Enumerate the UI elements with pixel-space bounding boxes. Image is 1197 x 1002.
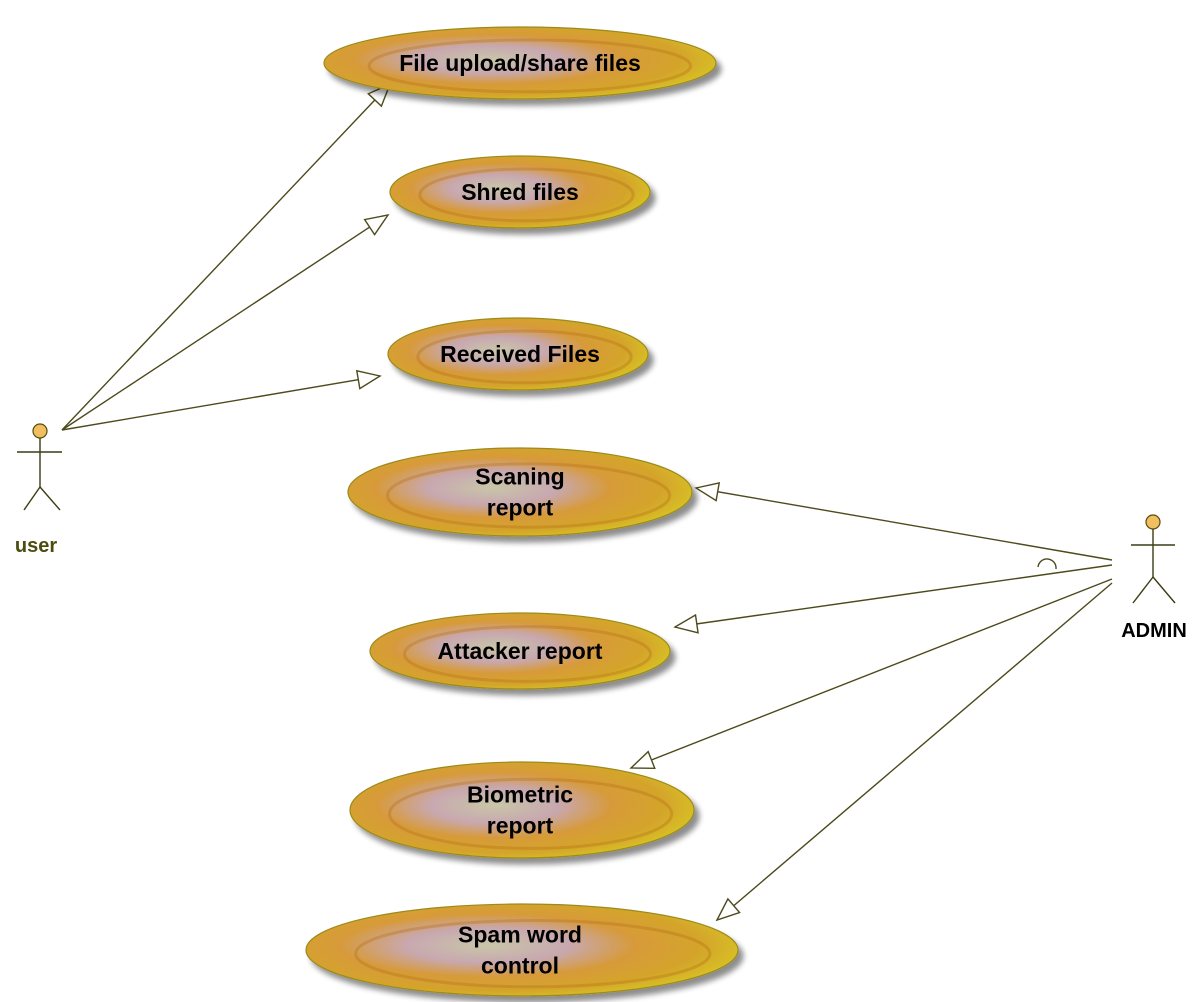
use-case-ellipse xyxy=(349,761,695,859)
use-case-label: File upload/share files xyxy=(399,50,641,76)
association-user-shred-files xyxy=(61,213,390,431)
line-crossing-hop xyxy=(1037,558,1057,570)
use-case-label: report xyxy=(487,813,554,839)
use-case-ellipse xyxy=(305,903,739,997)
use-case-label: report xyxy=(487,495,554,521)
use-case-biometric-report[interactable]: Biometric report xyxy=(349,761,695,859)
arrowhead-icon xyxy=(629,750,656,770)
use-case-ellipse xyxy=(387,317,649,391)
use-case-ring xyxy=(386,462,672,529)
use-case-ellipse xyxy=(347,447,693,537)
use-case-label: Received Files xyxy=(440,341,600,367)
use-case-attacker-report[interactable]: Attacker report xyxy=(369,612,671,690)
association-admin-spam-word-control xyxy=(715,582,1113,922)
use-case-label: Shred files xyxy=(461,179,579,205)
admin-label: ADMIN xyxy=(1121,620,1187,642)
use-case-scaning-report[interactable]: Scaning report xyxy=(347,447,693,537)
arrowhead-icon xyxy=(363,213,390,236)
actor-user[interactable]: user xyxy=(15,423,62,557)
arrowhead-icon xyxy=(715,897,741,922)
association-user-received-files xyxy=(61,369,382,431)
use-case-received-files[interactable]: Received Files xyxy=(387,317,649,391)
arrowhead-icon xyxy=(355,369,382,390)
use-case-label: control xyxy=(481,953,559,979)
use-case-shred-files[interactable]: Shred files xyxy=(389,155,651,229)
arrowhead-icon xyxy=(673,613,699,634)
user-head-icon xyxy=(32,423,48,439)
use-case-ring xyxy=(388,777,674,850)
use-case-label: Spam word xyxy=(458,922,582,948)
use-case-ring xyxy=(354,919,712,989)
use-case-ring xyxy=(418,167,635,223)
use-case-spam-word-control[interactable]: Spam word control xyxy=(305,903,739,997)
use-case-ring xyxy=(403,625,652,683)
association-admin-scaning-report xyxy=(694,481,1113,561)
associations xyxy=(61,82,1113,922)
use-case-ellipse xyxy=(369,612,671,690)
actor-admin[interactable]: ADMIN xyxy=(1121,514,1187,642)
use-case-ring xyxy=(416,329,633,385)
association-user-file-upload xyxy=(61,82,392,431)
use-case-ring xyxy=(367,38,693,94)
use-case-label: Attacker report xyxy=(438,638,603,664)
use-case-file-upload[interactable]: File upload/share files xyxy=(323,26,717,100)
admin-head-icon xyxy=(1145,514,1161,530)
user-label: user xyxy=(15,535,57,557)
use-case-ellipse xyxy=(323,26,717,100)
use-case-ellipse xyxy=(389,155,651,229)
use-case-label: Biometric xyxy=(467,782,573,808)
association-admin-biometric-report xyxy=(629,578,1113,770)
association-admin-attacker-report xyxy=(673,564,1113,634)
use-case-label: Scaning xyxy=(475,464,564,490)
arrowhead-icon xyxy=(694,481,721,502)
